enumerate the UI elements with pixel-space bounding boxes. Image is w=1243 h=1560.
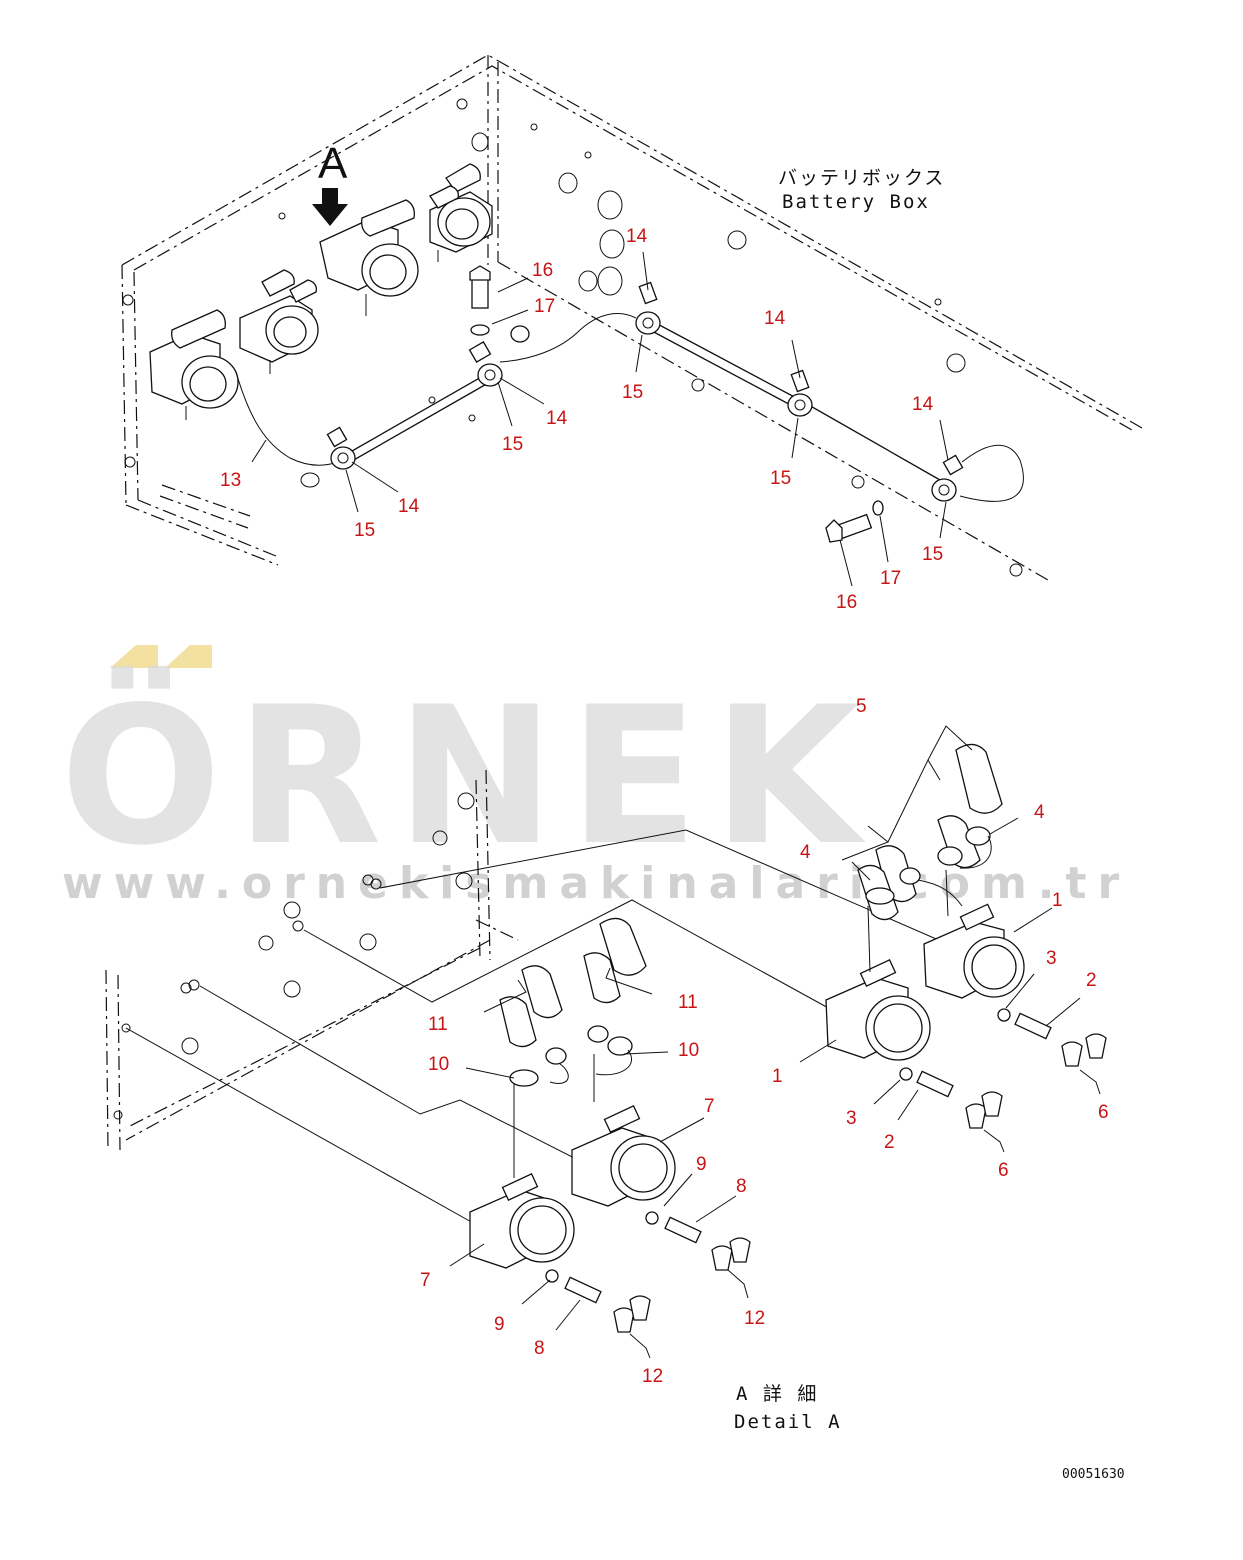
detail-box-outline: [105, 769, 519, 1151]
callout-6: 6: [1098, 1102, 1109, 1123]
drawing-code: 00051630: [1062, 1467, 1125, 1482]
callouts: 1 1 2 2 3 3 4 4 5 6 6 7 7 8 8 9 9 10 10 …: [220, 226, 1109, 1387]
harness-cable: [235, 281, 1024, 502]
upper-leaders: [251, 251, 949, 587]
callout-4: 4: [1034, 802, 1045, 823]
callout-11: 11: [428, 1014, 448, 1035]
detail-label-en: Detail A: [734, 1411, 842, 1433]
callout-10: 10: [428, 1054, 449, 1075]
callout-2: 2: [1086, 970, 1097, 991]
callout-12: 12: [744, 1308, 765, 1329]
callout-14: 14: [912, 394, 934, 415]
callout-15: 15: [622, 382, 643, 403]
callout-9: 9: [696, 1154, 707, 1175]
callout-16: 16: [532, 260, 553, 281]
battery-box-label-en: Battery Box: [782, 191, 930, 213]
callout-10: 10: [678, 1040, 699, 1061]
callout-12: 12: [642, 1366, 663, 1387]
callout-14: 14: [398, 496, 420, 517]
watermark: ÖRNEK www.ornekismakinalari.com.tr: [60, 645, 1130, 909]
terminal-lugs: [509, 826, 992, 1087]
callout-6: 6: [998, 1160, 1009, 1181]
callout-11: 11: [678, 992, 698, 1013]
callout-17: 17: [534, 296, 555, 317]
upper-terminals: [149, 163, 493, 420]
detail-leaders: [449, 725, 1101, 1359]
callout-17: 17: [880, 568, 901, 589]
callout-7: 7: [704, 1096, 715, 1117]
callout-8: 8: [736, 1176, 747, 1197]
callout-8: 8: [534, 1338, 545, 1359]
watermark-url: www.ornekismakinalari.com.tr: [62, 858, 1130, 909]
view-marker-a: A: [312, 139, 348, 226]
box-holes: [122, 98, 1023, 577]
detail-terminals: [469, 903, 1025, 1269]
callout-5: 5: [856, 696, 867, 717]
callout-3: 3: [846, 1108, 857, 1129]
detail-label-jp: A 詳 細: [736, 1383, 818, 1405]
projection-lines: [125, 829, 951, 1229]
detail-holes: [113, 792, 475, 1120]
callout-15: 15: [770, 468, 791, 489]
watermark-accent: [110, 645, 158, 668]
callout-7: 7: [420, 1270, 431, 1291]
callout-1: 1: [1052, 890, 1063, 911]
callout-9: 9: [494, 1314, 505, 1335]
watermark-accent: [165, 645, 212, 668]
upper-fasteners: [469, 265, 884, 543]
callout-2: 2: [884, 1132, 895, 1153]
svg-text:A: A: [318, 139, 348, 188]
detail-fasteners: [545, 1008, 1107, 1333]
callout-16: 16: [836, 592, 857, 613]
callout-4: 4: [800, 842, 811, 863]
battery-box-label-jp: バッテリボックス: [778, 167, 945, 189]
down-arrow-icon: [312, 188, 348, 226]
callout-15: 15: [922, 544, 943, 565]
callout-14: 14: [764, 308, 786, 329]
callout-15: 15: [502, 434, 523, 455]
callout-3: 3: [1046, 948, 1057, 969]
callout-1: 1: [772, 1066, 783, 1087]
callout-13: 13: [220, 470, 241, 491]
callout-14: 14: [626, 226, 648, 247]
watermark-brand: ÖRNEK: [60, 665, 874, 887]
callout-14: 14: [546, 408, 568, 429]
callout-15: 15: [354, 520, 375, 541]
